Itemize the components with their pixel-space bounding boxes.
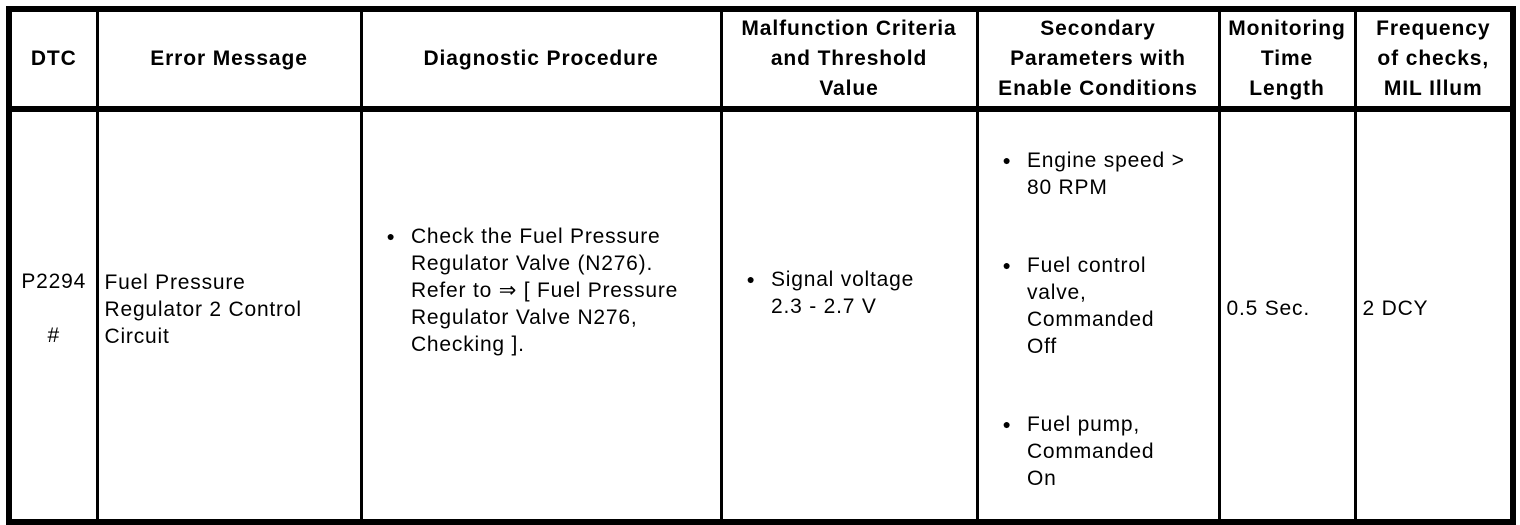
malfunction-criteria-text: Signal voltage 2.3 - 2.7 V (770, 267, 915, 318)
list-item: ● Engine speed > 80 RPM (980, 147, 1216, 201)
cell-frequency-of-checks: 2 DCY (1353, 109, 1515, 522)
frequency-value: 2 DCY (1362, 297, 1429, 320)
cell-diagnostic-procedure: ● Check the Fuel Pressure Regulator Valv… (359, 109, 723, 522)
list-item: ● Fuel control valve, Commanded Off (980, 252, 1216, 360)
diagnostic-procedure-text: Check the Fuel Pressure Regulator Valve … (410, 225, 679, 356)
cell-error-message: Fuel Pressure Regulator 2 Control Circui… (95, 109, 363, 522)
cell-secondary-parameters: ● Engine speed > 80 RPM ● Fuel control v… (975, 109, 1221, 522)
diagnostic-trouble-code-table: DTC Error Message Diagnostic Procedure M… (6, 6, 1516, 525)
header-frequency-of-checks: Frequency of checks, MIL Illum (1353, 9, 1515, 112)
cell-monitoring-time-length: 0.5 Sec. (1217, 109, 1357, 522)
header-secondary-parameters: Secondary Parameters with Enable Conditi… (975, 9, 1221, 112)
secondary-parameter-text: Engine speed > 80 RPM (1026, 149, 1185, 199)
bullet-icon: ● (1002, 257, 1011, 273)
cell-malfunction-criteria: ● Signal voltage 2.3 - 2.7 V (719, 109, 979, 522)
cell-dtc: P2294 # (7, 109, 99, 522)
monitoring-time-value: 0.5 Sec. (1226, 297, 1310, 320)
list-item: ● Check the Fuel Pressure Regulator Valv… (364, 223, 718, 358)
header-error-message: Error Message (95, 9, 363, 112)
header-malfunction-criteria: Malfunction Criteria and Threshold Value (719, 9, 979, 112)
error-message-text: Fuel Pressure Regulator 2 Control Circui… (104, 271, 302, 348)
bullet-icon: ● (386, 228, 395, 244)
table-row-p2294: P2294 # Fuel Pressure Regulator 2 Contro… (7, 109, 1515, 522)
bullet-icon: ● (1002, 152, 1011, 168)
list-item: ● Fuel pump, Commanded On (980, 411, 1216, 492)
dtc-code: P2294 (21, 270, 87, 293)
header-monitoring-time-length: Monitoring Time Length (1217, 9, 1357, 112)
bullet-icon: ● (1002, 416, 1011, 432)
secondary-parameter-text: Fuel pump, Commanded On (1026, 413, 1155, 490)
list-item: ● Signal voltage 2.3 - 2.7 V (724, 266, 974, 320)
bullet-icon: ● (746, 270, 755, 287)
table-header-row: DTC Error Message Diagnostic Procedure M… (7, 9, 1515, 112)
secondary-parameter-text: Fuel control valve, Commanded Off (1026, 254, 1155, 358)
header-dtc: DTC (7, 9, 99, 112)
header-diagnostic-procedure: Diagnostic Procedure (359, 9, 723, 112)
dtc-note-symbol: # (47, 324, 60, 347)
